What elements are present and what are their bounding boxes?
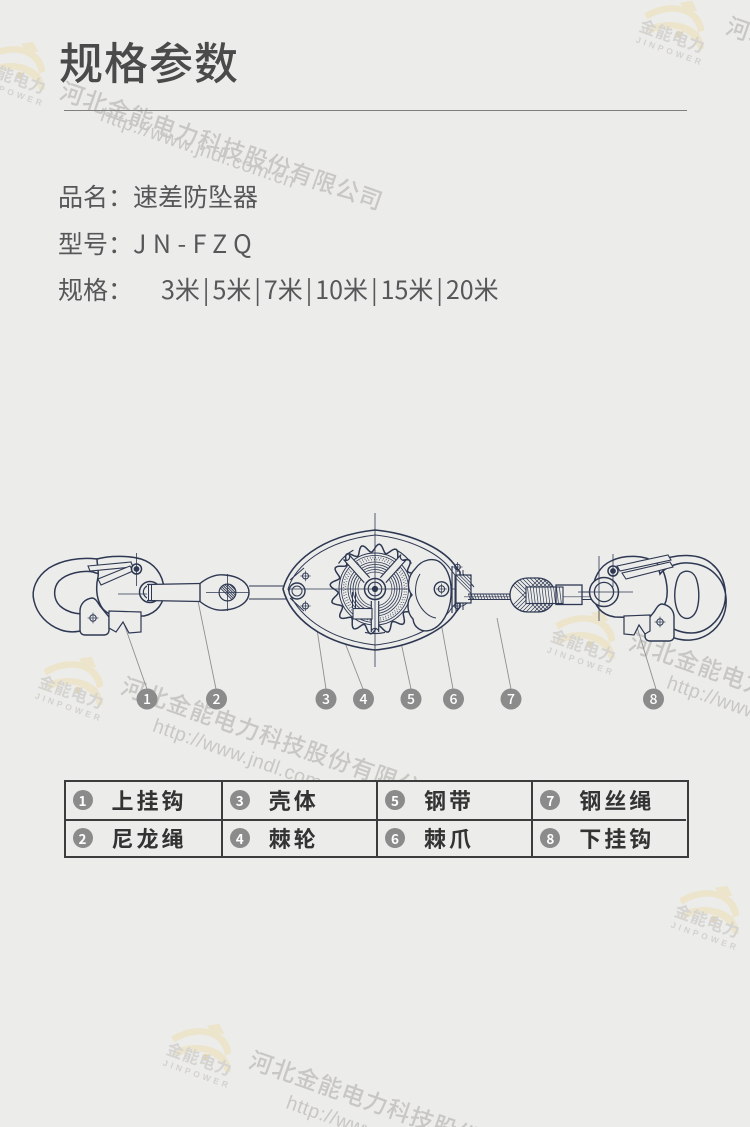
svg-text:2: 2	[213, 689, 221, 709]
svg-text:1: 1	[143, 689, 151, 709]
svg-text:5: 5	[407, 689, 415, 709]
svg-text:6: 6	[450, 689, 458, 709]
svg-text:8: 8	[650, 689, 658, 709]
svg-text:7: 7	[507, 689, 515, 709]
svg-text:3: 3	[322, 689, 330, 709]
svg-text:4: 4	[360, 689, 368, 709]
